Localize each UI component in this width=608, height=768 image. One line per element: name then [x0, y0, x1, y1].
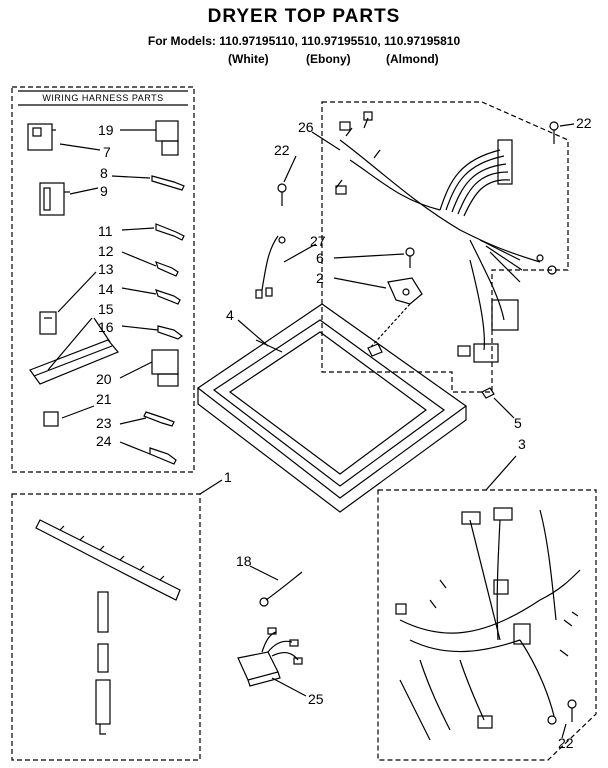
color-white: (White) — [228, 52, 269, 66]
callout-4: 4 — [226, 307, 234, 323]
cable-piece — [97, 591, 109, 633]
callout-8: 8 — [100, 165, 108, 181]
connector-part-9 — [39, 182, 70, 216]
dryer-top-outline — [196, 303, 468, 499]
callout-7: 7 — [103, 144, 111, 160]
clip-part-5: 5 — [481, 387, 522, 431]
part-26-harness-panel: 26 — [298, 101, 569, 393]
page-title: DRYER TOP PARTS — [207, 6, 401, 27]
callout-6: 6 — [316, 250, 324, 266]
terminal-part-16 — [157, 325, 183, 340]
model-numbers: For Models: 110.97195110, 110.97195510, … — [147, 34, 461, 48]
callout-24: 24 — [96, 433, 112, 449]
callout-13: 13 — [98, 261, 114, 277]
callout-16: 16 — [98, 319, 114, 335]
callout-23: 23 — [96, 415, 112, 431]
part-2-bracket: 2 — [316, 270, 423, 349]
wiring-harness-panel: WIRING HARNESS PARTS — [11, 86, 195, 473]
terminal-part-12 — [155, 260, 179, 277]
callout-27: 27 — [310, 233, 326, 249]
screw-part-22-bottom: 22 — [558, 699, 577, 751]
wire-part-18: 18 — [236, 553, 303, 607]
callout-14: 14 — [98, 281, 114, 297]
part-1-panel: 1 — [11, 469, 232, 761]
callout-22-bottom: 22 — [558, 735, 574, 751]
callout-1: 1 — [224, 469, 232, 485]
connector-part-7 — [27, 123, 56, 151]
connector-part-19 — [155, 120, 179, 156]
terminal-part-8 — [151, 175, 185, 191]
wiring-leader-lines — [47, 129, 159, 455]
callout-3: 3 — [518, 436, 526, 452]
callout-2: 2 — [316, 270, 324, 286]
connector-part-21 — [43, 411, 59, 427]
callout-26: 26 — [298, 119, 314, 135]
dryer-top-panel: 4 — [196, 303, 468, 513]
callout-20: 20 — [96, 371, 112, 387]
part-3-harness-panel: 3 — [377, 436, 597, 761]
terminal-part-23 — [143, 411, 175, 427]
terminal-part-24 — [149, 447, 177, 465]
connector-part-15 — [29, 339, 119, 385]
callout-22-top-right: 22 — [576, 115, 592, 131]
connector-part-20 — [151, 349, 179, 387]
callout-21: 21 — [96, 391, 112, 407]
screw-part-22-top: 22 — [549, 115, 592, 144]
callout-18: 18 — [236, 553, 252, 569]
callout-25: 25 — [308, 691, 324, 707]
callout-19: 19 — [98, 122, 114, 138]
terminal-part-11 — [155, 223, 185, 241]
wiring-panel-title: WIRING HARNESS PARTS — [42, 93, 163, 103]
color-almond: (Almond) — [386, 52, 439, 66]
callout-12: 12 — [98, 243, 114, 259]
callout-11: 11 — [98, 223, 113, 239]
connector-part-13 — [39, 311, 57, 335]
terminal-block-part-25: 25 — [237, 627, 324, 707]
callout-9: 9 — [100, 183, 108, 199]
callout-15: 15 — [98, 301, 114, 317]
color-ebony: (Ebony) — [306, 52, 351, 66]
screw-part-6: 6 — [316, 247, 415, 268]
callout-22-upper: 22 — [274, 142, 290, 158]
callout-5: 5 — [514, 415, 522, 431]
terminal-part-14 — [155, 289, 181, 305]
rod-part — [35, 519, 181, 601]
